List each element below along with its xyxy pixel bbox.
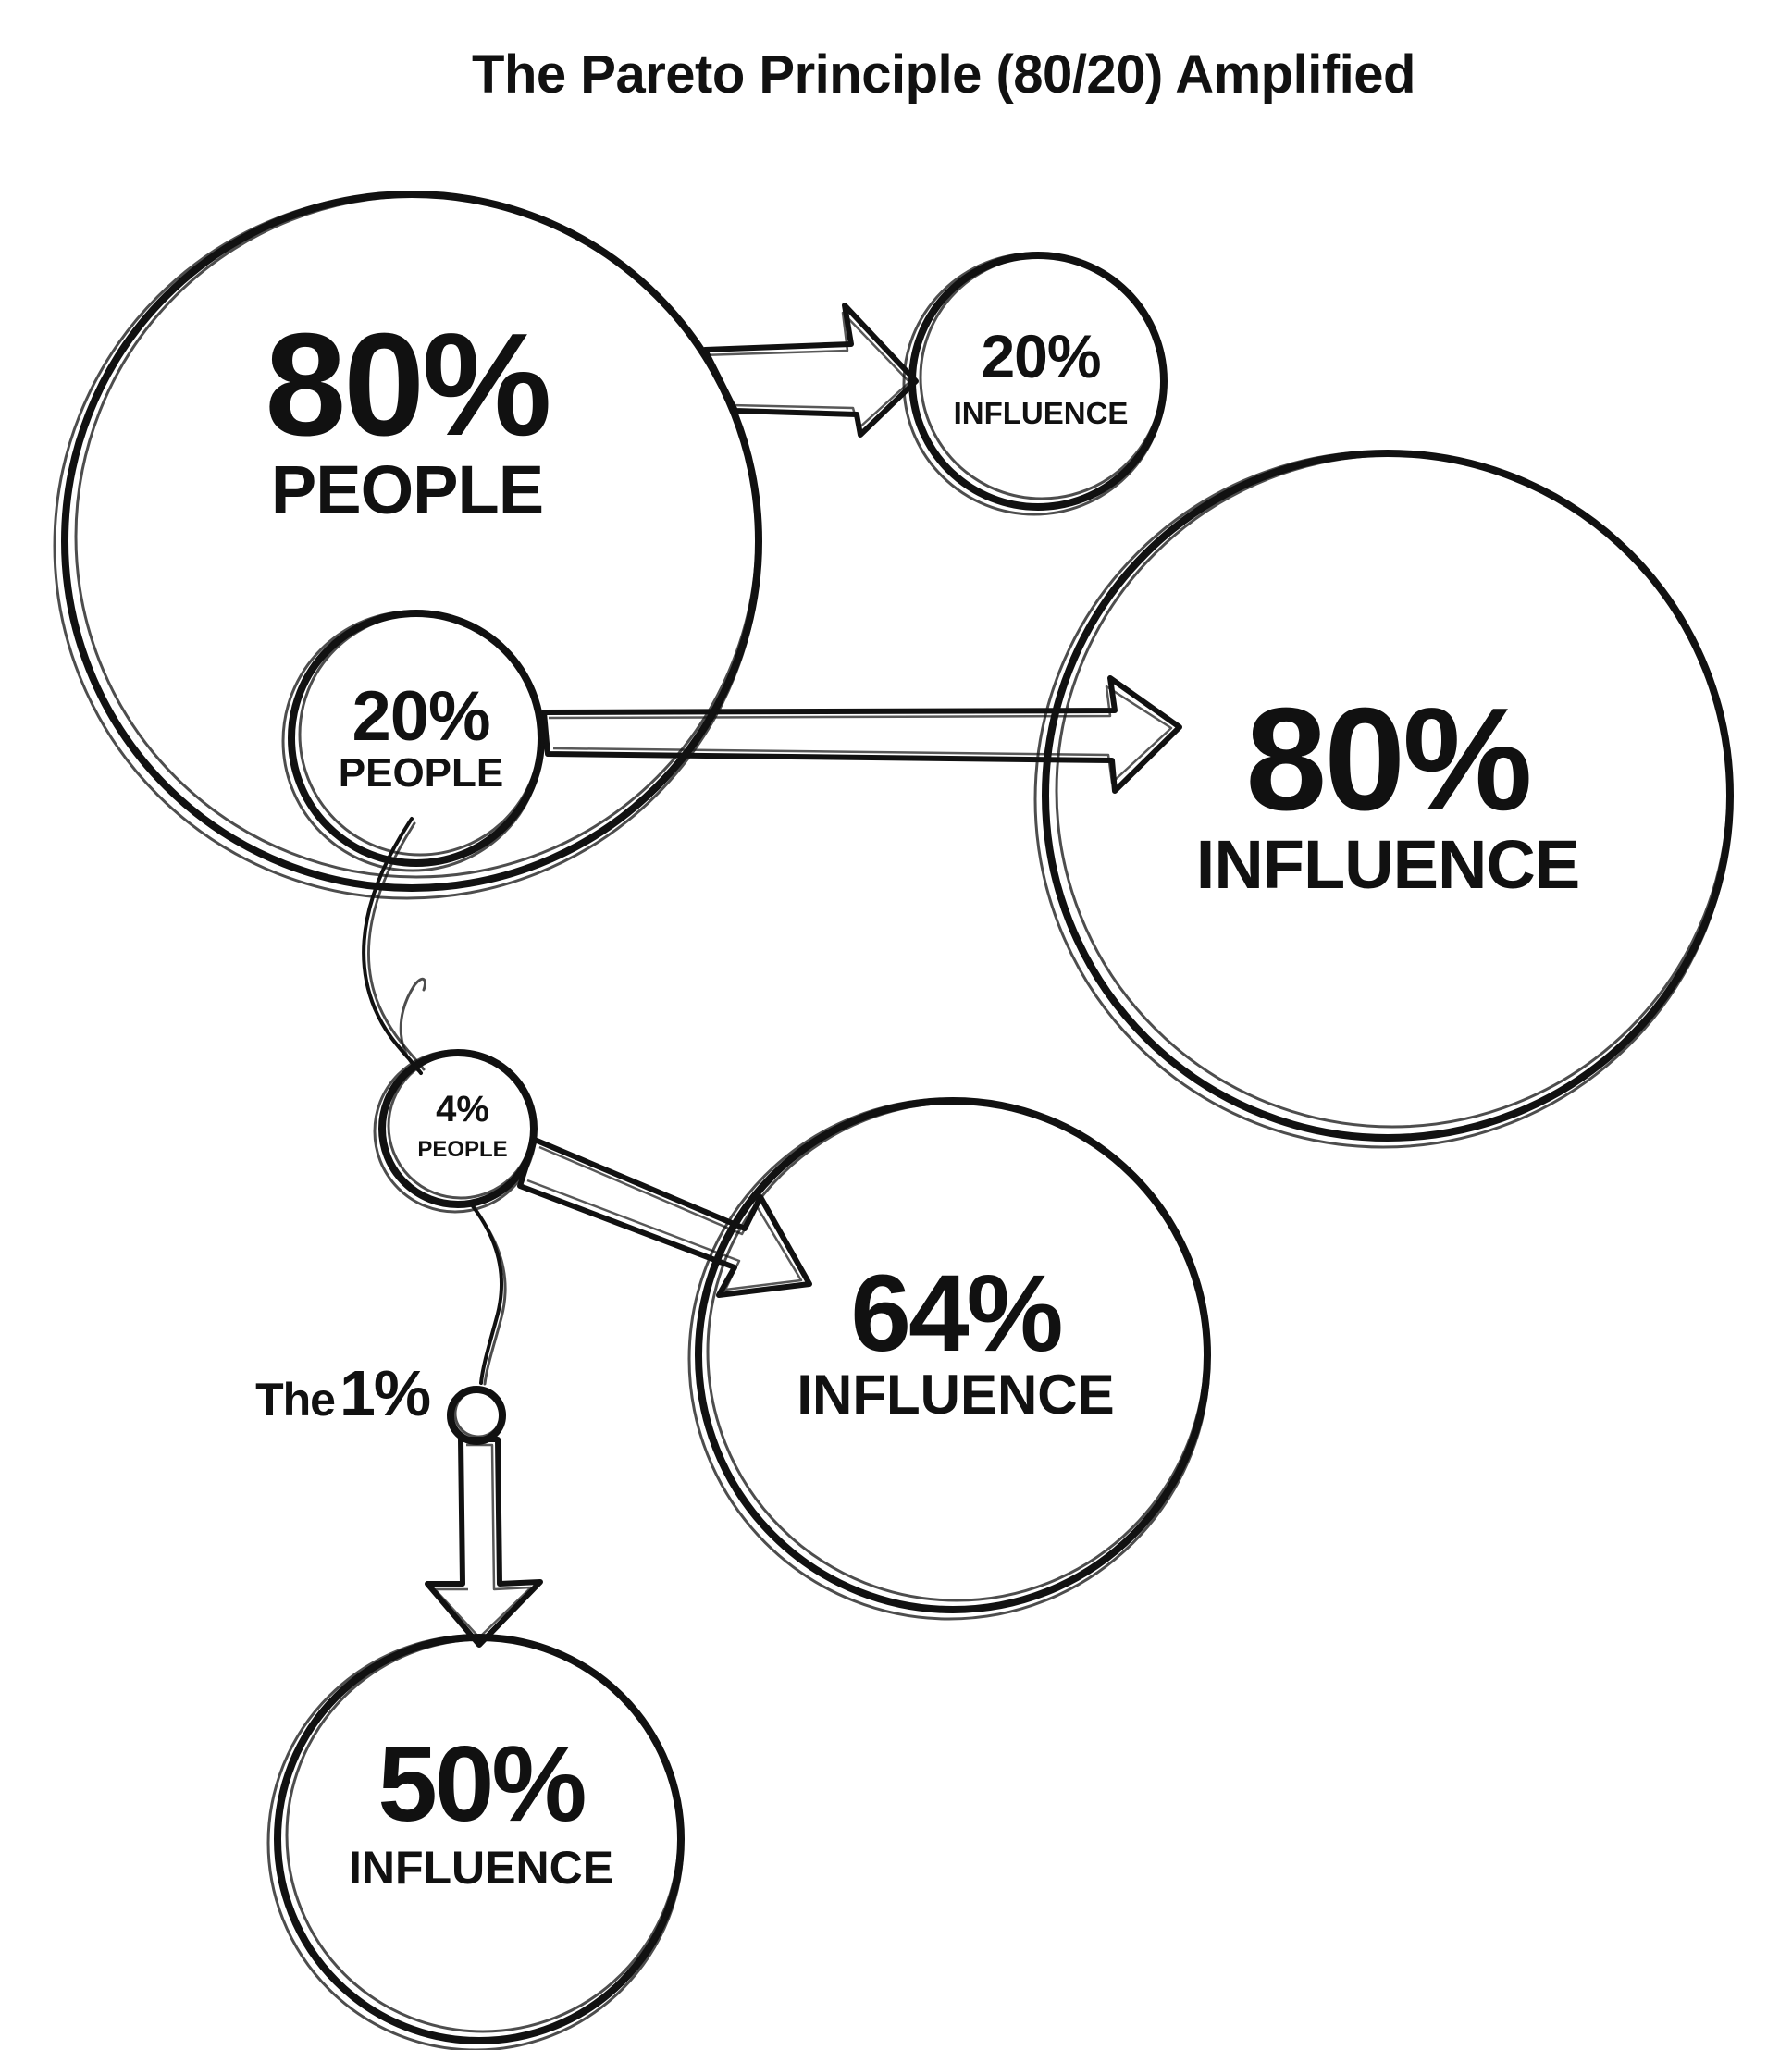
- circle-64-influence: 64% INFLUENCE: [687, 1097, 1211, 1621]
- label-80-influence: INFLUENCE: [1196, 826, 1579, 903]
- circle-4-people: 4% PEOPLE: [373, 1049, 538, 1214]
- percent-64-influence: 64%: [850, 1253, 1060, 1375]
- circle-80-influence: 80% INFLUENCE: [1033, 450, 1734, 1149]
- label-50-influence: INFLUENCE: [349, 1842, 613, 1894]
- percent-20-people: 20%: [352, 677, 489, 756]
- percent-20-influence: 20%: [981, 322, 1100, 390]
- arrow-4-people-to-64-influence: [517, 1137, 812, 1298]
- label-20-people: PEOPLE: [339, 750, 504, 796]
- percent-50-influence: 50%: [377, 1723, 585, 1844]
- one-percent-value: 1%: [340, 1357, 430, 1429]
- arrow-1-percent-to-50-influence: [425, 1437, 543, 1648]
- circle-20-influence: 20% INFLUENCE: [902, 252, 1168, 516]
- circle-80-people: 80% PEOPLE: [53, 191, 762, 900]
- arrow-80-people-to-20-influence: [700, 303, 919, 438]
- circle-20-people: 20% PEOPLE: [281, 610, 545, 872]
- percent-80-people: 80%: [265, 303, 549, 466]
- label-4-people: PEOPLE: [417, 1137, 507, 1162]
- the-label: The: [255, 1374, 335, 1426]
- circle-50-influence: 50% INFLUENCE: [266, 1634, 685, 2050]
- arrow-20-people-to-80-influence: [541, 675, 1182, 794]
- label-20-influence: INFLUENCE: [954, 396, 1129, 430]
- label-64-influence: INFLUENCE: [797, 1364, 1114, 1426]
- percent-80-influence: 80%: [1245, 678, 1529, 841]
- diagram-title: The Pareto Principle (80/20) Amplified: [472, 44, 1415, 105]
- connector-4-people-to-1-percent: [468, 1201, 507, 1386]
- percent-4-people: 4%: [436, 1089, 489, 1130]
- label-80-people: PEOPLE: [271, 451, 543, 528]
- the-one-percent: The 1%: [255, 1357, 506, 1445]
